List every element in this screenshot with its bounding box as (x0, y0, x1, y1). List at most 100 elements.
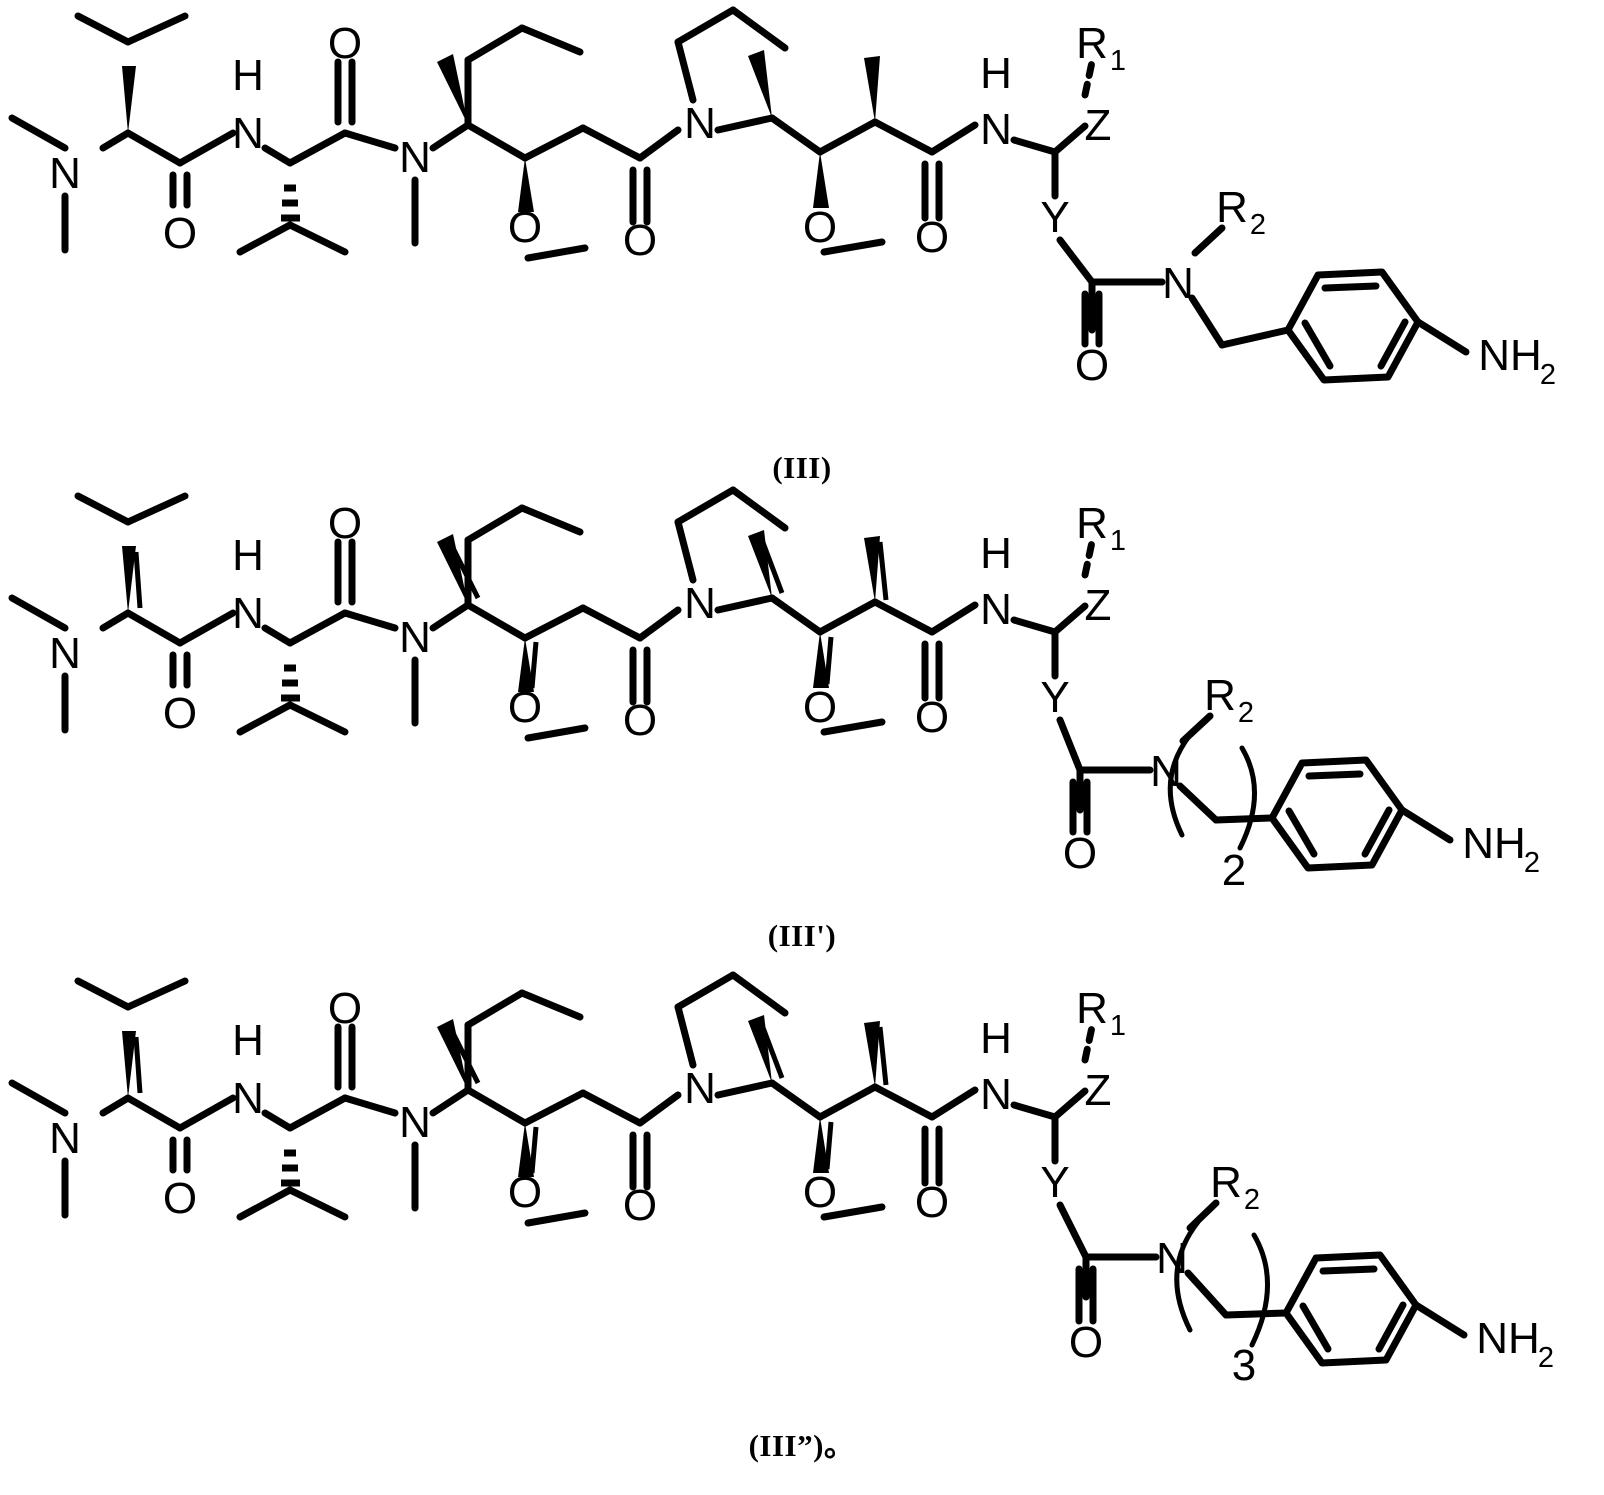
atom-o-methoxy-1: O (508, 203, 542, 252)
bond-z-r1 (1081, 58, 1096, 99)
atom-o-carbonyl-2: O (328, 499, 362, 548)
atom-o-carbonyl-4: O (915, 693, 949, 742)
atom-o-carbonyl-1: O (163, 689, 197, 738)
bond-ch2-phenyl (1218, 326, 1292, 349)
bond-cb3-ch2 (521, 124, 587, 162)
atom-n-methylated: N (399, 133, 431, 182)
bond-cb-ca4 (816, 118, 879, 156)
bond-val2-me2 (286, 221, 349, 256)
bond-ca-co1 (124, 129, 184, 167)
wedge-ca4-me (864, 56, 880, 122)
atom-o-carbonyl-3: O (623, 216, 657, 265)
bond-ile-ch3 (518, 24, 584, 56)
atom-n-methylated: N (399, 1098, 431, 1147)
atom-r2-letter: R (1204, 671, 1236, 720)
bond-co4-nh2 (928, 121, 979, 156)
hash-val2 (281, 184, 300, 222)
benzene-inner-3 (1301, 319, 1334, 370)
bond-pyr-n-c2 (714, 114, 776, 134)
wedge-ome1 (518, 1123, 534, 1177)
atom-nh2-letters: NH (1478, 331, 1542, 380)
repeat-subscript: 2 (1222, 846, 1246, 895)
atom-nh2-subscript: 2 (1524, 847, 1540, 879)
atom-n-amide-3: N (1150, 747, 1182, 796)
atom-n-pyrrolidine: N (684, 1064, 716, 1113)
atom-o-methoxy-1: O (508, 1168, 542, 1217)
bond-ome1 (524, 244, 589, 262)
wedge-ome1 (518, 158, 534, 212)
wedge-val1-ipr (122, 1031, 136, 1098)
formula-label-iii-prime: (III') (767, 918, 837, 953)
bond-ipr-a2 (124, 12, 189, 46)
atom-y-group: Y (1040, 673, 1069, 722)
bond-y-co5 (1056, 236, 1096, 286)
atom-o-carbonyl-5: O (1069, 1318, 1103, 1367)
wedge-ca4-me (864, 536, 880, 602)
bond-co2-n2 (341, 129, 399, 152)
atom-r1-subscript: 1 (1110, 45, 1126, 77)
wedge-val1-ipr (122, 66, 136, 133)
atom-n-amide-2: N (980, 1070, 1012, 1119)
atom-n-dimethyl: N (49, 149, 81, 198)
atom-labels: N O H N O N O O N O O H N Z R 1 Y O N R … (49, 19, 1556, 391)
atom-n-pyrrolidine: N (684, 579, 716, 628)
bond-val2-me1 (236, 221, 294, 256)
atom-z-group: Z (1085, 581, 1112, 630)
atom-z-group: Z (1085, 101, 1112, 150)
atom-o-carbonyl-2: O (328, 19, 362, 68)
wedge-double-lines (133, 539, 889, 689)
atom-n-amide-2: N (980, 585, 1012, 634)
bond-ca4-co4 (871, 118, 936, 156)
wedge-ome2 (813, 152, 829, 208)
atom-n-amide-1: N (232, 589, 264, 638)
atom-o-carbonyl-3: O (623, 1181, 657, 1230)
atom-n-amide-1: N (232, 109, 264, 158)
atom-nh2-subscript: 2 (1538, 1342, 1554, 1374)
atom-o-carbonyl-3: O (623, 696, 657, 745)
bond-ca2-co2 (286, 129, 349, 167)
benzene-inner-2 (1377, 318, 1409, 370)
bond-ring-nh2 (1414, 318, 1470, 356)
bond-co3-npro (636, 126, 682, 162)
atom-o-carbonyl-1: O (163, 1174, 197, 1223)
bond-pro-cb (768, 114, 824, 156)
bond-n-ca (99, 129, 132, 152)
repeat-subscript: 3 (1232, 1341, 1256, 1390)
bond-n2-ca3 (429, 121, 472, 152)
wedge-ile-me (437, 54, 468, 125)
atom-nh2-letters: NH (1462, 819, 1526, 868)
atom-r1-letter: R (1076, 19, 1108, 68)
atom-n-amide-1: N (232, 1074, 264, 1123)
atom-o-carbonyl-5: O (1063, 829, 1097, 878)
atom-r2-subscript: 2 (1250, 209, 1266, 241)
atom-o-carbonyl-4: O (915, 1178, 949, 1227)
atom-o-methoxy-2: O (803, 683, 837, 732)
bond-co1-nh (176, 129, 237, 167)
atom-nh2-letters: NH (1476, 1314, 1540, 1363)
formula-label-iii: (III) (772, 450, 832, 485)
benzene-inner-1 (1321, 282, 1380, 292)
structure-formula-iii: N O H N O N O O N O O H N Z R 1 Y O N R … (0, 0, 1604, 460)
atom-n-dimethyl: N (49, 629, 81, 678)
wedge-ome2 (813, 1117, 829, 1173)
atom-o-carbonyl-2: O (328, 984, 362, 1033)
atom-o-carbonyl-4: O (915, 213, 949, 262)
atom-n-pyrrolidine: N (684, 99, 716, 148)
atom-r2-subscript: 2 (1244, 1184, 1260, 1216)
bond-ch2-co3 (579, 124, 644, 162)
atom-h-amide-1: H (232, 51, 264, 100)
bond-namide-r2 (1191, 224, 1226, 257)
wedge-ca4-me (864, 1021, 880, 1087)
wedge-ile-me (437, 534, 468, 605)
bond-ome2 (820, 238, 886, 256)
bond-nh-ca2 (261, 144, 294, 167)
atom-y-group: Y (1040, 193, 1069, 242)
atom-h-amide-2: H (980, 1014, 1012, 1063)
atom-r1-letter: R (1076, 984, 1108, 1033)
atom-h-amide-1: H (232, 531, 264, 580)
atom-n-amide-2: N (980, 105, 1012, 154)
structure-formula-iii-dprime: N O H N O N O O N O O H N Z R 1 Y O N R … (0, 965, 1604, 1405)
structure-iii-dprime-svg: N O H N O N O O N O O H N Z R 1 Y O N R … (8, 971, 1554, 1390)
atom-r1-subscript: 1 (1110, 1010, 1126, 1042)
bond-namide-ch2 (1188, 294, 1226, 349)
